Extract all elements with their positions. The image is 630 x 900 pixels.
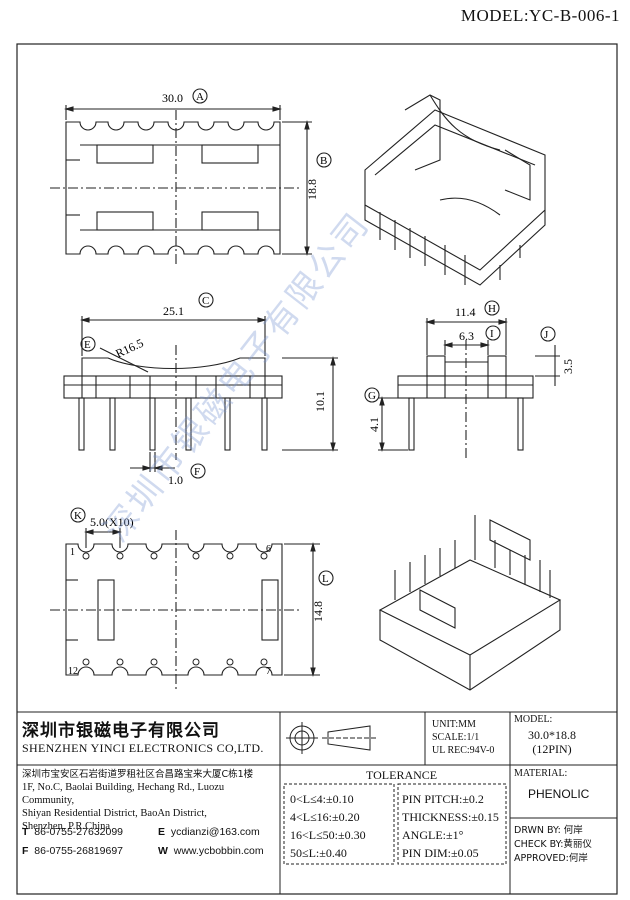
address-en-line3: Shenzhen, P.R.China bbox=[22, 821, 111, 832]
material-label: MATERIAL: bbox=[514, 768, 568, 779]
end-view bbox=[364, 300, 560, 460]
dim-end-width: 11.4 bbox=[455, 305, 476, 319]
tag-c: C bbox=[202, 295, 209, 307]
tol-row: 16<L≤50:±0.30 bbox=[290, 828, 366, 842]
side-view bbox=[63, 292, 338, 479]
tag-h: H bbox=[488, 303, 496, 315]
ul-text: UL REC:94V-0 bbox=[432, 745, 495, 756]
pin-12-label: 12 bbox=[68, 666, 78, 677]
email-label: E bbox=[158, 826, 166, 838]
tag-l: L bbox=[322, 573, 329, 585]
company-name-en: SHENZHEN YINCI ELECTRONICS CO,LTD. bbox=[22, 741, 264, 755]
drawn-by: DRWN BY: 何岸 bbox=[514, 825, 583, 836]
tolerance-right: PIN PITCH:±0.2 THICKNESS:±0.15 ANGLE:±1°… bbox=[402, 790, 499, 862]
top-view bbox=[50, 88, 332, 265]
tolerance-title: TOLERANCE bbox=[366, 768, 438, 782]
tag-k: K bbox=[74, 510, 82, 522]
tol-row: PIN DIM:±0.05 bbox=[402, 846, 479, 860]
fax-value: 86-0755-26819697 bbox=[34, 845, 124, 857]
model-label: MODEL: bbox=[514, 714, 553, 725]
address-en-line2: Shiyan Residential District, BaoAn Distr… bbox=[22, 808, 207, 819]
model-box: 30.0*18.8 (12PIN) bbox=[528, 728, 576, 756]
tolerance-left: 0<L≤4:±0.10 4<L≤16:±0.20 16<L≤50:±0.30 5… bbox=[290, 790, 366, 862]
tel-value: 86-0755-27632099 bbox=[34, 826, 124, 838]
company-address: 深圳市宝安区石岩街道罗租社区合昌路宝来大厦C栋1楼 1F, No.C, Baol… bbox=[22, 768, 278, 833]
address-en-line1: 1F, No.C, Baolai Building, Hechang Rd., … bbox=[22, 782, 225, 806]
material-value: PHENOLIC bbox=[528, 787, 590, 801]
tol-row: ANGLE:±1° bbox=[402, 828, 464, 842]
email-row: E ycdianzi@163.com bbox=[158, 826, 260, 838]
scale-text: SCALE:1/1 bbox=[432, 732, 480, 743]
model-value: 30.0*18.8 bbox=[528, 728, 576, 742]
unit-text: UNIT:MM bbox=[432, 719, 476, 730]
tag-i: I bbox=[490, 328, 494, 340]
check-by: CHECK BY:黄丽仪 bbox=[514, 839, 592, 850]
model-pins: (12PIN) bbox=[532, 742, 572, 756]
dim-side-length: 25.1 bbox=[163, 304, 184, 318]
dim-bottom-height: 14.8 bbox=[311, 601, 325, 622]
tel-label: T bbox=[22, 826, 29, 838]
iso-view-bottom bbox=[378, 515, 562, 691]
dim-side-height: 10.1 bbox=[313, 391, 327, 412]
tag-e: E bbox=[84, 339, 91, 351]
tag-j: J bbox=[544, 329, 549, 341]
fax-label: F bbox=[22, 845, 29, 857]
dim-pitch: 5.0(X10) bbox=[90, 515, 134, 529]
web-value: www.ycbobbin.com bbox=[173, 845, 264, 857]
company-name-cn: 深圳市银磁电子有限公司 bbox=[22, 721, 220, 741]
approved-by: APPROVED:何岸 bbox=[514, 853, 588, 864]
bottom-view bbox=[50, 507, 334, 690]
tol-row: 4<L≤16:±0.20 bbox=[290, 810, 360, 824]
tag-g: G bbox=[368, 390, 376, 402]
address-cn: 深圳市宝安区石岩街道罗租社区合昌路宝来大厦C栋1楼 bbox=[22, 769, 254, 780]
dim-top-height: 18.8 bbox=[305, 179, 319, 200]
dim-radius: R16.5 bbox=[113, 336, 145, 361]
dim-pin-len: 4.1 bbox=[367, 417, 381, 432]
dim-pin-gap: 1.0 bbox=[168, 473, 183, 487]
tol-row: 0<L≤4:±0.10 bbox=[290, 792, 354, 806]
tag-f: F bbox=[194, 466, 200, 478]
pin-7-label: 7 bbox=[266, 666, 271, 677]
bottom-pin-holes bbox=[82, 552, 268, 666]
tol-row: 50≤L:±0.40 bbox=[290, 846, 347, 860]
model-title: MODEL:YC-B-006-1 bbox=[460, 6, 620, 25]
tol-row: PIN PITCH:±0.2 bbox=[402, 792, 484, 806]
web-row: W www.ycbobbin.com bbox=[158, 845, 264, 857]
tag-b: B bbox=[320, 155, 327, 167]
tag-a: A bbox=[196, 91, 204, 103]
pin-1-label: 1 bbox=[70, 547, 75, 558]
iso-view-top bbox=[364, 94, 546, 286]
signoff-block: DRWN BY: 何岸 CHECK BY:黄丽仪 APPROVED:何岸 bbox=[514, 824, 592, 866]
spec-block: UNIT:MM SCALE:1/1 UL REC:94V-0 bbox=[432, 718, 494, 757]
dim-end-step: 3.5 bbox=[561, 359, 575, 374]
tol-row: THICKNESS:±0.15 bbox=[402, 810, 499, 824]
pin-6-label: 6 bbox=[266, 544, 271, 555]
fax-row: F 86-0755-26819697 bbox=[22, 845, 123, 857]
web-label: W bbox=[158, 845, 168, 857]
dim-end-inner: 6.3 bbox=[459, 329, 474, 343]
dim-top-width: 30.0 bbox=[162, 91, 183, 105]
email-value: ycdianzi@163.com bbox=[170, 826, 260, 838]
title-block-grid bbox=[17, 711, 617, 894]
tel-row: T 86-0755-27632099 bbox=[22, 826, 123, 838]
